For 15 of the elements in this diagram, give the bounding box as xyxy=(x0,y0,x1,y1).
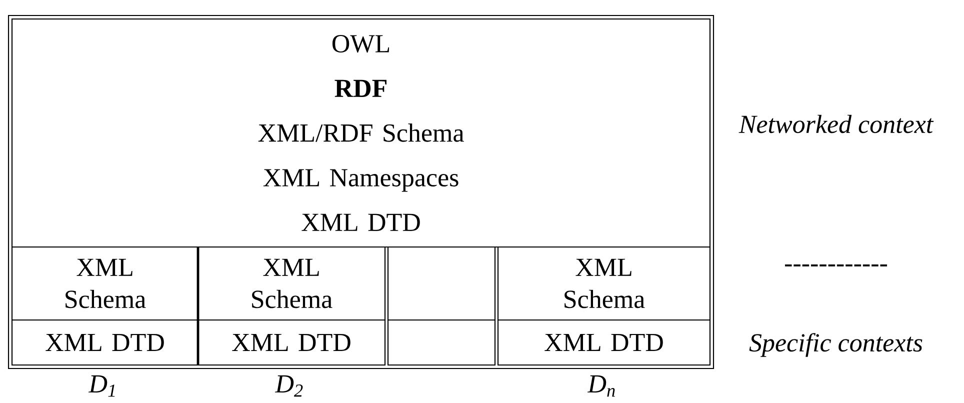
empty-cell xyxy=(387,246,496,321)
column-label: D$_{2}$ xyxy=(274,375,303,397)
label: Specific contexts xyxy=(749,333,922,357)
table-cell: XML DTD xyxy=(11,319,199,366)
table-cell: XML Schema xyxy=(11,246,199,321)
table-cell: XML Schema xyxy=(497,246,711,321)
column-label: D$_{1}$ xyxy=(88,375,115,397)
table-cell: XML Schema xyxy=(197,246,386,321)
label: ------------ xyxy=(785,264,887,266)
table-cell: OWL RDF XML/RDF Schema XML Namespaces XML DTD xyxy=(11,18,711,248)
table-cell: XML DTD xyxy=(497,319,711,366)
empty-cell xyxy=(387,319,496,366)
table-cell: XML DTD xyxy=(197,319,386,366)
label: Networked context xyxy=(738,114,934,134)
column-label: D$_{n}$ xyxy=(587,375,615,397)
